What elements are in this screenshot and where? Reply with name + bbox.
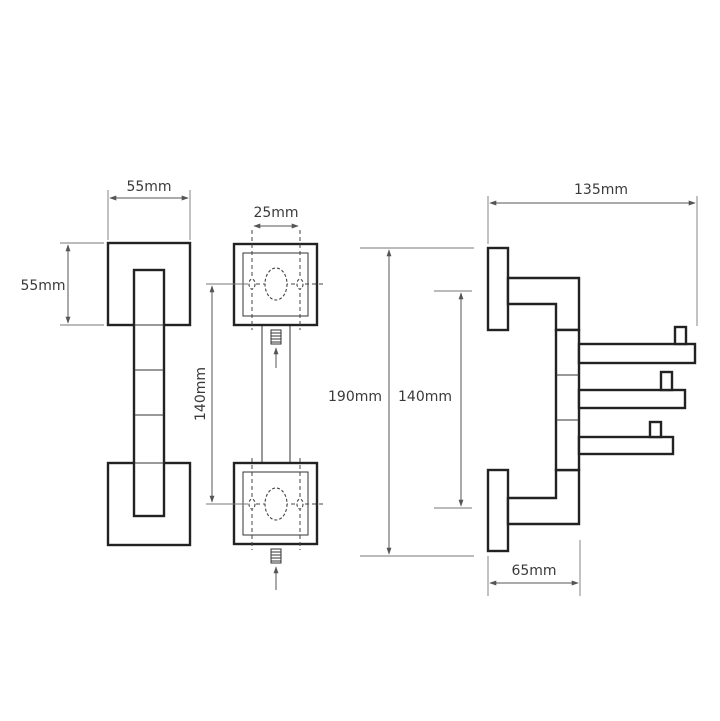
side-view: 135mm 190mm 140mm 65mm bbox=[328, 182, 698, 596]
side-center-dimension: 140mm bbox=[398, 290, 472, 509]
bottom-mounting-plate bbox=[228, 458, 323, 550]
side-top-wall-plate bbox=[486, 246, 510, 332]
towel-arm-1 bbox=[577, 325, 697, 365]
side-bottom-bracket bbox=[506, 468, 581, 526]
screw-hole-icon bbox=[296, 278, 304, 290]
front-width-dimension: 55mm bbox=[107, 179, 191, 240]
hole-spacing-dimension: 25mm bbox=[253, 205, 299, 229]
wall-projection-label: 65mm bbox=[511, 563, 556, 579]
center-hole-icon bbox=[264, 487, 288, 521]
bottom-set-screw-icon bbox=[270, 548, 282, 590]
front-view: 55mm 55mm bbox=[20, 179, 192, 547]
arm-length-label: 135mm bbox=[574, 182, 628, 198]
front-height-label: 55mm bbox=[20, 278, 65, 294]
top-mounting-plate bbox=[228, 230, 323, 330]
wall-projection-dimension: 65mm bbox=[487, 540, 581, 596]
top-set-screw-icon bbox=[270, 329, 282, 368]
total-height-label: 190mm bbox=[328, 389, 382, 405]
mount-center-label: 140mm bbox=[193, 367, 209, 421]
arm-length-dimension: 135mm bbox=[487, 182, 698, 326]
center-hole-icon bbox=[264, 267, 288, 301]
side-top-bracket bbox=[506, 276, 581, 332]
side-center-label: 140mm bbox=[398, 389, 452, 405]
towel-arm-2 bbox=[577, 370, 687, 410]
side-swivel-column bbox=[554, 328, 581, 472]
screw-hole-icon bbox=[296, 498, 304, 510]
side-bottom-wall-plate bbox=[486, 468, 510, 553]
screw-hole-icon bbox=[248, 498, 256, 510]
front-swivel-bar bbox=[132, 268, 166, 518]
front-width-label: 55mm bbox=[126, 179, 171, 195]
mount-center-dimension: 140mm bbox=[193, 283, 248, 505]
towel-arm-3 bbox=[577, 420, 675, 456]
mounting-view: 25mm 140mm bbox=[193, 205, 323, 590]
front-height-dimension: 55mm bbox=[20, 242, 104, 326]
hole-spacing-label: 25mm bbox=[253, 205, 298, 221]
total-height-dimension: 190mm bbox=[328, 247, 474, 557]
screw-hole-icon bbox=[248, 278, 256, 290]
